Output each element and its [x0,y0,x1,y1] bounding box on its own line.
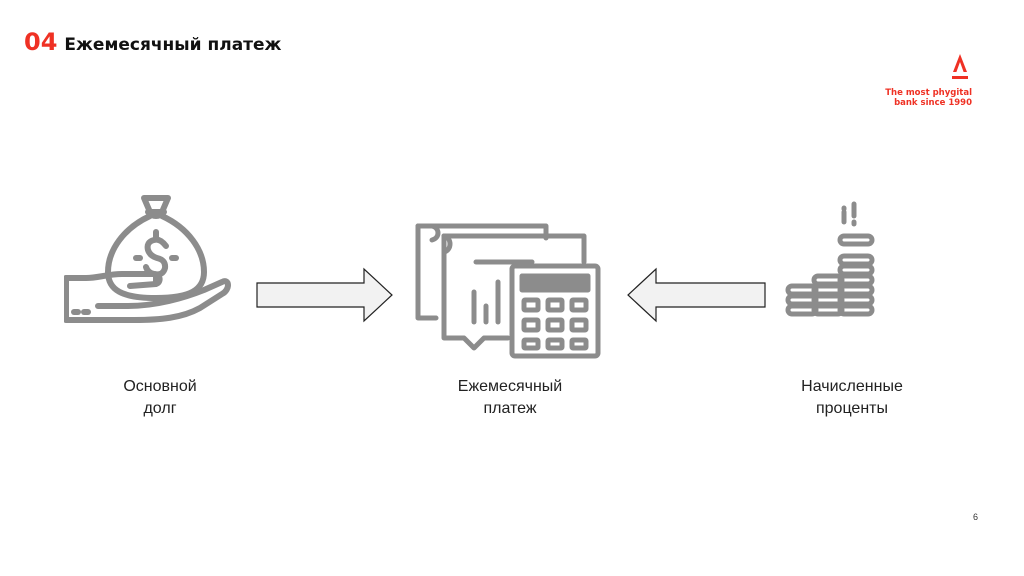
page-number: 6 [972,512,978,522]
node-label-interest: Начисленные проценты [801,378,903,417]
logo-tagline: The most phygital bank since 1990 [862,88,972,108]
alfa-bank-a-logo-icon [952,54,968,79]
arrow-right-icon [256,267,394,323]
logo-tagline-line1: The most phygital [885,88,972,98]
slide-title: 04 Ежемесячный платеж [24,28,281,56]
coin-stacks-icon [784,200,880,320]
money-bag-hand-icon [64,194,232,324]
node-label-principal: Основной долг [123,378,197,417]
arrow-left-icon [626,267,766,323]
calculator-documents-icon [414,222,604,360]
node-label-payment: Ежемесячный платеж [457,378,563,417]
page-title: Ежемесячный платеж [64,35,282,55]
slide-number: 04 [24,28,58,56]
logo-tagline-line2: bank since 1990 [894,98,972,108]
